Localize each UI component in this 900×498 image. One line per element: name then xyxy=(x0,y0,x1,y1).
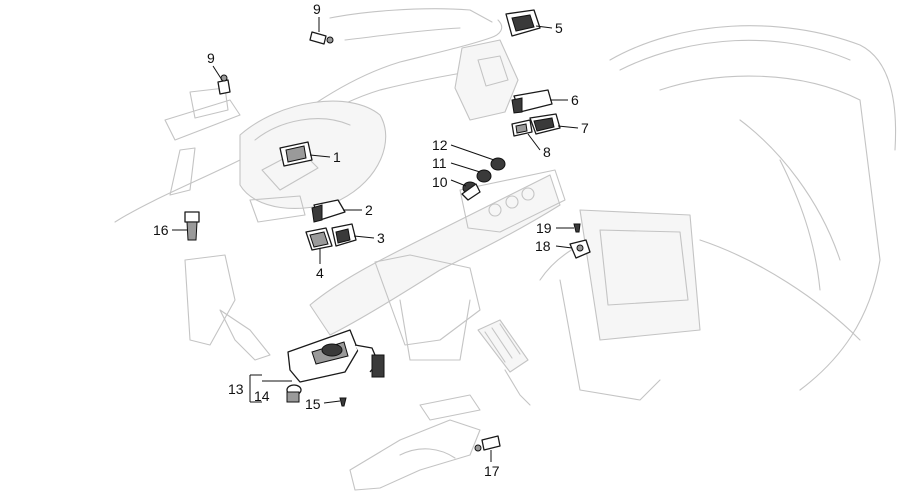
part-16-sensor xyxy=(184,211,200,241)
ghost-vehicle-outline xyxy=(114,8,897,491)
callout-4: 4 xyxy=(316,265,324,281)
part-7-switch xyxy=(529,113,561,135)
part-10-12-bulbs xyxy=(461,157,506,201)
callout-2: 2 xyxy=(365,202,373,218)
callout-8: 8 xyxy=(543,144,551,160)
callout-10: 10 xyxy=(432,174,448,190)
callout-3: 3 xyxy=(377,230,385,246)
callout-18: 18 xyxy=(535,238,551,254)
part-9-bulb-top xyxy=(309,31,334,45)
part-1-switch xyxy=(279,141,313,167)
callout-16: 16 xyxy=(153,222,169,238)
part-17-sensor xyxy=(474,435,501,452)
part-2-switch xyxy=(311,199,346,223)
callout-6: 6 xyxy=(571,92,579,108)
callout-12: 12 xyxy=(432,137,448,153)
callout-15: 15 xyxy=(305,396,321,412)
leader-lines xyxy=(172,17,579,462)
callout-13: 13 xyxy=(228,381,244,397)
callout-labels: 1 2 3 4 5 6 7 8 9 9 10 11 12 13 14 15 16… xyxy=(153,1,589,479)
callout-19: 19 xyxy=(536,220,552,236)
part-19-screw xyxy=(573,223,581,233)
part-9-bulb-left xyxy=(217,74,231,95)
part-4-switch xyxy=(305,227,333,251)
part-8-connector xyxy=(511,119,533,137)
part-14-bulb xyxy=(286,384,302,403)
callout-14: 14 xyxy=(254,388,270,404)
callout-17: 17 xyxy=(484,463,500,479)
part-18-clip xyxy=(569,239,591,259)
callout-1: 1 xyxy=(333,149,341,165)
callout-9-left: 9 xyxy=(207,50,215,66)
callout-5: 5 xyxy=(555,20,563,36)
part-15-screw xyxy=(339,397,347,407)
callout-9-top: 9 xyxy=(313,1,321,17)
part-3-switch xyxy=(331,223,357,247)
part-6-switch xyxy=(511,89,553,114)
callout-7: 7 xyxy=(581,120,589,136)
part-13-switch-panel xyxy=(287,329,385,383)
callout-11: 11 xyxy=(432,155,447,171)
part-5-switch xyxy=(505,9,541,37)
